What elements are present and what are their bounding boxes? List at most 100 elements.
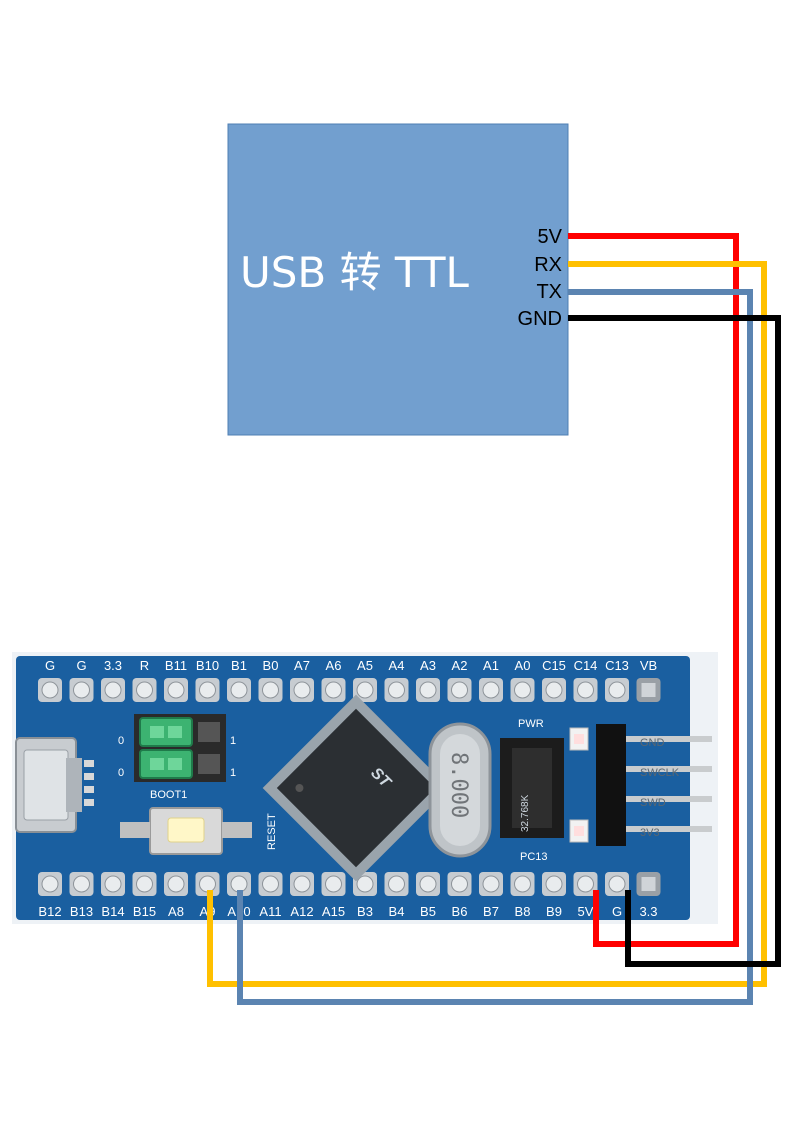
wire-tx bbox=[237, 289, 753, 1005]
pin-hole bbox=[419, 875, 437, 893]
pin-label: R bbox=[140, 658, 149, 673]
pin-hole bbox=[73, 875, 90, 893]
pin-hole bbox=[104, 875, 122, 893]
pin-hole bbox=[325, 875, 342, 893]
pin-hole bbox=[293, 681, 311, 699]
pin-label: G bbox=[76, 658, 86, 673]
pin-hole bbox=[419, 681, 437, 699]
pin-label: VB bbox=[640, 658, 657, 673]
pin-hole bbox=[136, 875, 153, 893]
jumper-mark-1b: 1 bbox=[230, 767, 236, 779]
jumper-boot0 bbox=[139, 717, 193, 747]
pin-hole bbox=[167, 681, 185, 699]
pin-label: B9 bbox=[546, 904, 562, 919]
pin-label: A8 bbox=[168, 904, 184, 919]
pin-hole bbox=[167, 875, 185, 893]
pin-hole bbox=[41, 875, 59, 893]
pin-hole bbox=[230, 681, 248, 699]
osc-label: 32.768K bbox=[520, 794, 531, 832]
pin-hole bbox=[514, 875, 531, 893]
pin-label: A11 bbox=[259, 904, 281, 919]
pin-label: C14 bbox=[574, 658, 598, 673]
pin-hole bbox=[230, 875, 248, 893]
crystal-label: 8.000 bbox=[446, 752, 471, 818]
module-pin-5v-label: 5V bbox=[538, 226, 563, 248]
pin-label: A6 bbox=[326, 658, 342, 673]
pin-hole bbox=[262, 681, 279, 699]
jumper-mark-0a: 0 bbox=[118, 735, 124, 747]
pin-hole bbox=[545, 681, 563, 699]
pin-hole bbox=[482, 681, 500, 699]
module-pin-tx-label: TX bbox=[536, 281, 562, 303]
pin-hole bbox=[104, 681, 122, 699]
pin-hole bbox=[262, 875, 279, 893]
pin-label: A12 bbox=[290, 904, 313, 919]
pin-hole bbox=[451, 681, 468, 699]
pin-label: 3.3 bbox=[104, 658, 122, 673]
pin-hole bbox=[41, 681, 59, 699]
pin-label: A4 bbox=[389, 658, 405, 673]
pin-hole bbox=[199, 681, 216, 699]
pin-hole bbox=[482, 875, 500, 893]
reset-button: RESET bbox=[120, 807, 278, 855]
pin-label: A7 bbox=[294, 658, 310, 673]
module-pin-gnd-label: GND bbox=[518, 308, 562, 330]
pin-label: B15 bbox=[133, 904, 156, 919]
pin-label: B8 bbox=[515, 904, 531, 919]
pin-label: A5 bbox=[357, 658, 373, 673]
pin-hole bbox=[577, 681, 594, 699]
pin-hole bbox=[356, 875, 374, 893]
pin-hole bbox=[293, 875, 311, 893]
reset-label: RESET bbox=[266, 813, 278, 850]
pin-label: B10 bbox=[196, 658, 219, 673]
pin-label: G bbox=[612, 904, 622, 919]
pin-label: C13 bbox=[605, 658, 629, 673]
pc13-label: PC13 bbox=[520, 851, 548, 863]
pin-label: B1 bbox=[231, 658, 247, 673]
pin-hole bbox=[388, 681, 405, 699]
pin-label: A1 bbox=[483, 658, 499, 673]
wire-rx bbox=[207, 261, 767, 987]
pin-hole bbox=[545, 875, 563, 893]
pin-label: B4 bbox=[389, 904, 405, 919]
pin-label: 5V bbox=[578, 904, 594, 919]
pin-hole-square bbox=[641, 683, 656, 697]
jumper-mark-0b: 0 bbox=[118, 767, 124, 779]
swd-label-swclk: SWCLK bbox=[640, 767, 680, 779]
pin-label: B13 bbox=[70, 904, 93, 919]
jumper-mark-1a: 1 bbox=[230, 735, 236, 747]
rtc-oscillator: 32.768K bbox=[500, 738, 564, 838]
pin-label: A3 bbox=[420, 658, 436, 673]
pin-hole bbox=[325, 681, 342, 699]
pin-hole bbox=[356, 681, 374, 699]
pin-label: B12 bbox=[38, 904, 61, 919]
swd-header: GND SWCLK SWD 3V3 bbox=[596, 724, 712, 846]
usb-ttl-module-body bbox=[227, 123, 569, 436]
pin-hole bbox=[451, 875, 468, 893]
pin-label: A15 bbox=[322, 904, 345, 919]
wires bbox=[207, 233, 781, 1005]
pin-hole bbox=[608, 681, 626, 699]
pin-label: B14 bbox=[101, 904, 124, 919]
pin-hole-square bbox=[641, 877, 656, 891]
pin-label: B3 bbox=[357, 904, 373, 919]
swd-label-gnd: GND bbox=[640, 737, 665, 749]
pin-label: 3.3 bbox=[639, 904, 657, 919]
swd-label-3v3: 3V3 bbox=[640, 827, 660, 839]
jumper-boot1 bbox=[139, 749, 193, 779]
usb-ttl-module-title: USB 转 TTL bbox=[240, 248, 469, 297]
boot-jumpers: 0 1 0 1 BOOT1 bbox=[118, 714, 236, 801]
pin-label: C15 bbox=[542, 658, 566, 673]
swd-label-swd: SWD bbox=[640, 797, 666, 809]
pin-label: B6 bbox=[452, 904, 468, 919]
pin-hole bbox=[577, 875, 594, 893]
pin-hole bbox=[608, 875, 626, 893]
pin-hole bbox=[514, 681, 531, 699]
pin-hole bbox=[388, 875, 405, 893]
crystal-8mhz: 8.000 bbox=[428, 722, 492, 858]
pin-hole bbox=[136, 681, 153, 699]
usb-ttl-module: USB 转 TTL 5V RX TX GND bbox=[227, 123, 569, 436]
led-pwr: PWR bbox=[518, 718, 589, 751]
